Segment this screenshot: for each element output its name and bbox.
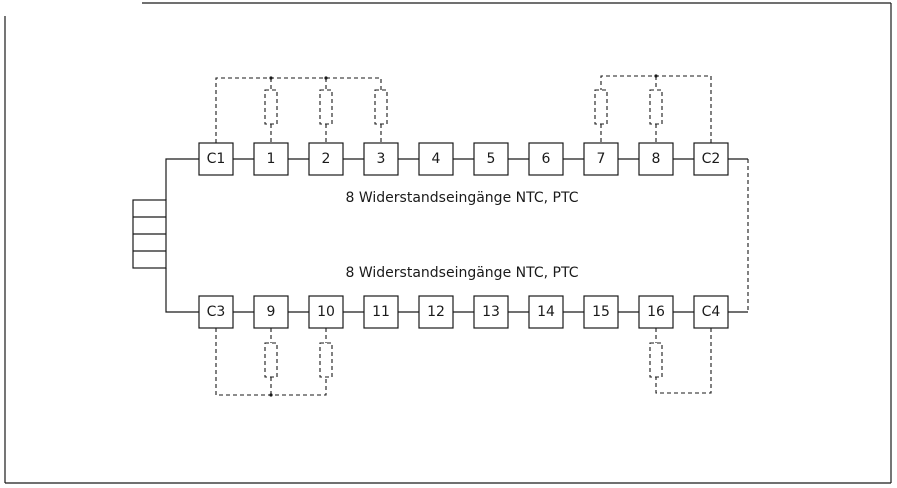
terminal-label: 5	[487, 151, 496, 167]
terminal-box	[473, 295, 509, 329]
junction-dot	[654, 74, 658, 78]
resistor-7	[594, 89, 608, 125]
terminal-box	[638, 142, 674, 176]
terminal-box	[528, 295, 564, 329]
terminal-7: 7	[583, 142, 619, 176]
caption-bottom: 8 Widerstandseingänge NTC, PTC	[346, 265, 579, 281]
terminal-box	[253, 142, 289, 176]
terminal-label: 6	[542, 151, 551, 167]
terminal-box	[198, 295, 234, 329]
terminal-3: 3	[363, 142, 399, 176]
terminal-box	[473, 142, 509, 176]
terminal-label: 7	[597, 151, 606, 167]
terminal-1: 1	[253, 142, 289, 176]
terminal-box	[198, 142, 234, 176]
resistor-8	[649, 89, 663, 125]
terminal-c4: C4	[693, 295, 729, 329]
terminal-label: 1	[267, 151, 276, 167]
terminal-label: 4	[432, 151, 441, 167]
terminal-label: 15	[592, 304, 610, 320]
terminal-c3: C3	[198, 295, 234, 329]
c1-dashed-bus	[215, 77, 382, 143]
terminal-c2: C2	[693, 142, 729, 176]
resistor-9	[264, 342, 278, 378]
terminal-8: 8	[638, 142, 674, 176]
bottom-terminal-row: C3 9 10 11 12 13 14 15 16 C4	[198, 295, 729, 329]
junction-dot	[324, 76, 328, 80]
caption-top: 8 Widerstandseingänge NTC, PTC	[346, 190, 579, 206]
resistor-16	[649, 342, 663, 378]
terminal-box	[308, 142, 344, 176]
terminal-label: 8	[652, 151, 661, 167]
terminal-label: 14	[537, 304, 555, 320]
terminal-box	[583, 142, 619, 176]
terminal-box	[583, 295, 619, 329]
terminal-box	[418, 295, 454, 329]
terminal-label: 2	[322, 151, 331, 167]
junction-dot	[269, 393, 273, 397]
bottom-bus-wire-left	[165, 268, 199, 313]
top-bus-wire-left	[165, 158, 199, 200]
terminal-box	[418, 142, 454, 176]
terminal-14: 14	[528, 295, 564, 329]
terminal-label: 9	[267, 304, 276, 320]
connector-block	[132, 199, 167, 269]
terminal-12: 12	[418, 295, 454, 329]
terminal-16: 16	[638, 295, 674, 329]
terminal-15: 15	[583, 295, 619, 329]
terminal-box	[308, 295, 344, 329]
terminal-box	[528, 142, 564, 176]
terminal-label: 13	[482, 304, 500, 320]
terminal-box	[363, 295, 399, 329]
resistor-10	[319, 342, 333, 378]
terminal-label: C2	[702, 151, 721, 167]
terminal-box	[363, 142, 399, 176]
terminal-9: 9	[253, 295, 289, 329]
terminal-label: C1	[207, 151, 226, 167]
resistor-3	[374, 89, 388, 125]
terminal-box	[693, 295, 729, 329]
terminal-2: 2	[308, 142, 344, 176]
top-terminal-row: C1 1 2 3 4 5 6 7 8 C2	[198, 142, 729, 176]
terminal-6: 6	[528, 142, 564, 176]
resistor-1	[264, 89, 278, 125]
terminal-11: 11	[363, 295, 399, 329]
terminal-label: 11	[372, 304, 390, 320]
junction-dot	[269, 76, 273, 80]
terminal-box	[253, 295, 289, 329]
terminal-label: C4	[702, 304, 721, 320]
terminal-box	[693, 142, 729, 176]
terminal-4: 4	[418, 142, 454, 176]
terminal-13: 13	[473, 295, 509, 329]
terminal-5: 5	[473, 142, 509, 176]
terminal-label: 12	[427, 304, 445, 320]
terminal-10: 10	[308, 295, 344, 329]
c4-dashed-bus	[655, 328, 712, 394]
terminal-label: C3	[207, 304, 226, 320]
terminal-box	[638, 295, 674, 329]
resistor-2	[319, 89, 333, 125]
terminal-label: 3	[377, 151, 386, 167]
terminal-label: 10	[317, 304, 335, 320]
terminal-c1: C1	[198, 142, 234, 176]
terminal-label: 16	[647, 304, 665, 320]
